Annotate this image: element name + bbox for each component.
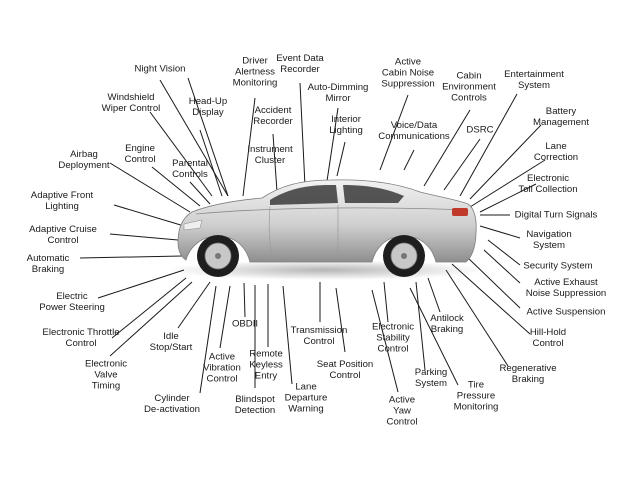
leader-line [335, 287, 346, 353]
label-transmission-control: Transmission Control [290, 325, 348, 347]
leader-line [371, 289, 399, 393]
label-navigation: Navigation System [526, 229, 572, 251]
leader-line [379, 94, 409, 171]
label-voice-data: Voice/Data Communications [378, 120, 450, 142]
label-security-system: Security System [523, 260, 593, 272]
leader-line [299, 82, 306, 187]
leader-line [113, 204, 185, 227]
label-airbag: Airbag Deployment [58, 149, 110, 171]
label-driver-alertness: Driver Alertness Monitoring [232, 55, 278, 89]
label-parking-system: Parking System [414, 367, 448, 389]
label-adaptive-front-lighting: Adaptive Front Lighting [30, 190, 94, 212]
leader-line [409, 287, 459, 386]
leader-line [336, 141, 346, 177]
label-cabin-environment: Cabin Environment Controls [442, 70, 496, 104]
label-accident-recorder: Accident Recorder [253, 105, 293, 127]
label-active-cabin-noise: Active Cabin Noise Suppression [381, 56, 435, 90]
label-hill-hold: Hill-Hold Control [529, 327, 567, 349]
leader-line [109, 162, 191, 213]
leader-line [243, 282, 246, 318]
leader-line [443, 138, 481, 191]
leader-line [187, 77, 229, 197]
leader-line [479, 225, 521, 239]
label-night-vision: Night Vision [134, 63, 186, 75]
label-event-data-recorder: Event Data Recorder [276, 53, 324, 75]
label-electronic-throttle: Electronic Throttle Control [42, 327, 120, 349]
label-active-suspension: Active Suspension [526, 306, 606, 318]
label-electronic-stability: Electronic Stability Control [371, 321, 415, 355]
label-active-vibration: Active Vibration Control [203, 351, 241, 385]
leader-line [282, 285, 293, 385]
leader-line [219, 285, 231, 349]
label-obdii: OBDII [231, 318, 259, 330]
label-digital-turn-signals: Digital Turn Signals [514, 209, 598, 221]
label-idle-stop-start: Idle Stop/Start [149, 331, 193, 353]
label-interior-lighting: Interior Lighting [329, 114, 363, 136]
leader-line [79, 255, 183, 259]
leader-line [177, 281, 211, 329]
leader-line [109, 233, 179, 241]
label-tire-pressure: Tire Pressure Monitoring [453, 379, 499, 413]
leader-line [479, 183, 537, 213]
label-electronic-valve-timing: Electronic Valve Timing [84, 358, 128, 392]
leader-line [487, 239, 521, 266]
label-active-yaw: Active Yaw Control [386, 394, 418, 428]
leader-line [111, 277, 187, 339]
label-instrument-cluster: Instrument Cluster [247, 144, 293, 166]
label-blindspot-detection: Blindspot Detection [234, 394, 276, 416]
leader-line [415, 281, 426, 371]
label-cylinder-deactivation: Cylinder De-activation [144, 393, 200, 415]
label-lane-correction: Lane Correction [533, 141, 579, 163]
leader-line [445, 269, 509, 367]
leader-line [403, 149, 415, 171]
leader-line [326, 107, 339, 182]
label-electric-power-steering: Electric Power Steering [39, 291, 105, 313]
label-battery-management: Battery Management [533, 106, 589, 128]
leader-line [149, 111, 213, 197]
leader-line [97, 269, 185, 299]
label-antilock-braking: Antilock Braking [430, 313, 464, 335]
label-active-exhaust: Active Exhaust Noise Suppression [525, 277, 607, 299]
label-auto-dimming-mirror: Auto-Dimming Mirror [307, 82, 369, 104]
label-parental-controls: Parental Controls [172, 158, 208, 180]
label-electronic-toll: Electronic Toll Collection [518, 173, 578, 195]
label-adaptive-cruise: Adaptive Cruise Control [29, 224, 97, 246]
leader-line [469, 159, 546, 208]
label-engine-control: Engine Control [124, 143, 156, 165]
leader-line [469, 124, 542, 200]
leader-line [109, 281, 193, 357]
leader-line [483, 249, 521, 284]
leader-line [459, 93, 518, 197]
label-entertainment: Entertainment System [504, 69, 564, 91]
label-windshield-wiper: Windshield Wiper Control [101, 92, 161, 114]
leader-line [427, 277, 441, 313]
label-remote-keyless: Remote Keyless Entry [249, 348, 283, 382]
leader-line [159, 79, 229, 197]
label-regenerative-braking: Regenerative Braking [499, 363, 557, 385]
label-dsrc: DSRC [466, 124, 494, 136]
label-lane-departure: Lane Departure Warning [284, 381, 328, 415]
label-seat-position: Seat Position Control [316, 359, 374, 381]
leader-line [199, 285, 217, 394]
label-automatic-braking: Automatic Braking [26, 253, 70, 275]
leader-line [383, 281, 389, 323]
leader-line [423, 109, 471, 187]
label-head-up-display: Head-Up Display [188, 96, 228, 118]
